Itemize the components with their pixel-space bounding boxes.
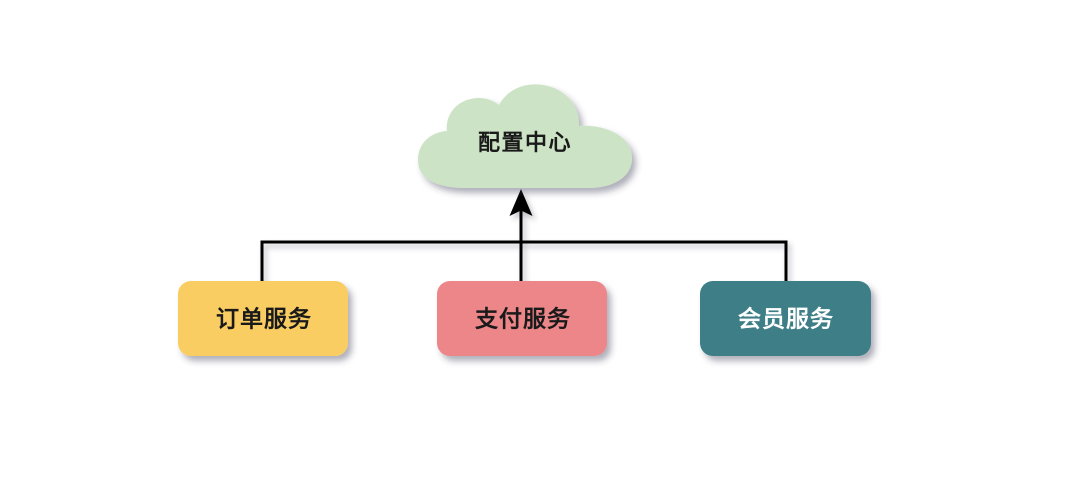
- arrow-head-icon: [509, 189, 533, 216]
- payment-service-label: 支付服务: [474, 307, 571, 333]
- node-member-service[interactable]: 会员服务: [700, 281, 871, 356]
- order-service-label: 订单服务: [216, 307, 312, 333]
- connector-group: [260, 189, 788, 283]
- node-config-center[interactable]: 配置中心: [418, 84, 632, 188]
- node-payment-service[interactable]: 支付服务: [437, 281, 607, 356]
- node-order-service[interactable]: 订单服务: [178, 281, 348, 356]
- cloud-shape-icon: [418, 84, 632, 188]
- bus-line: [260, 240, 788, 281]
- member-service-box: [700, 281, 871, 356]
- member-service-label: 会员服务: [738, 306, 834, 333]
- payment-service-box: [437, 281, 607, 356]
- order-service-box: [178, 281, 348, 356]
- cloud-label: 配置中心: [478, 131, 572, 156]
